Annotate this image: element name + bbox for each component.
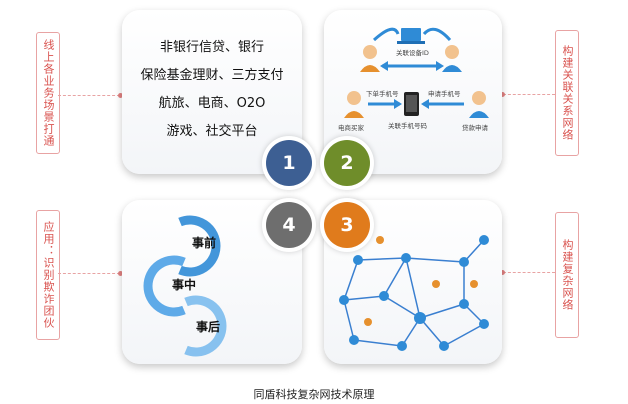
step-2-circle: 2 (324, 140, 370, 186)
stage-before: 事前 (192, 236, 217, 250)
device-link-label: 关联设备ID (396, 49, 429, 57)
connector-dot (118, 93, 123, 98)
step-3-circle: 3 (324, 202, 370, 248)
connector-left-top (58, 95, 120, 96)
connector-right-bottom (503, 272, 555, 273)
figure-caption: 同盾科技复杂网技术原理 (253, 388, 375, 401)
user-icon (442, 45, 462, 72)
step-4-circle: 4 (266, 202, 312, 248)
buyer-label: 电商买家 (338, 124, 364, 132)
label-right-bottom: 构建复杂网络 (555, 212, 579, 338)
stage-after: 事后 (196, 320, 221, 334)
stage-during: 事中 (172, 278, 197, 292)
scenario-line: 游戏、社交平台 (166, 124, 258, 139)
scenario-line: 航旅、电商、O2O (158, 96, 266, 111)
scenario-line: 保险基金理财、三方支付 (140, 68, 284, 83)
network-graph (339, 235, 489, 351)
apply-phone-label: 申请手机号 (428, 90, 461, 98)
connector-left-bottom (58, 273, 120, 274)
connector-dot (500, 92, 505, 97)
cycle-diagram (143, 215, 227, 357)
connector-dot (500, 270, 505, 275)
user-icon (360, 45, 380, 72)
connector-dot (118, 271, 123, 276)
laptop-icon (397, 28, 425, 44)
order-phone-label: 下单手机号 (366, 90, 399, 98)
connector-right-top (503, 94, 555, 95)
label-right-top: 构建关联关系网络 (555, 30, 579, 156)
label-left-top: 线上各业务场景打通 (36, 32, 60, 154)
step-1-circle: 1 (266, 140, 312, 186)
user-icon (344, 91, 364, 118)
user-icon (469, 91, 489, 118)
association-diagram (344, 27, 489, 118)
linked-phone-label: 关联手机号码 (388, 122, 427, 130)
phone-icon (404, 92, 419, 116)
loan-applicant-label: 贷款申请 (462, 124, 488, 132)
label-left-bottom: 应用：识别欺诈团伙 (36, 210, 60, 340)
scenario-line: 非银行信贷、银行 (159, 40, 264, 55)
